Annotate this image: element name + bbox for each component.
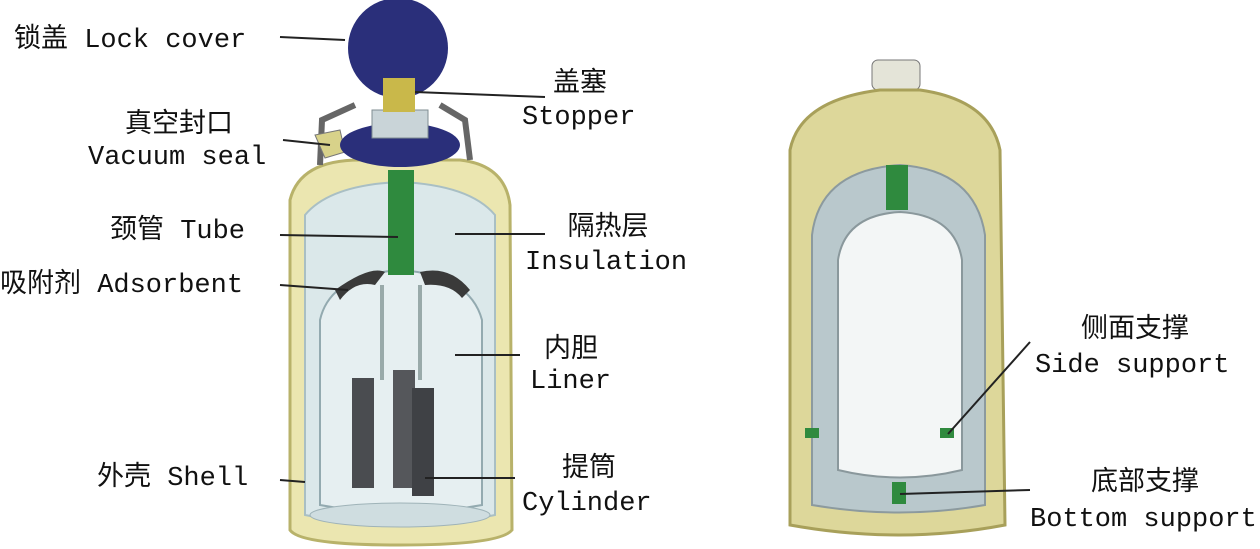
leader-bottom-support <box>899 489 1031 495</box>
label-shell: 外壳 Shell <box>97 464 249 494</box>
label-cylinder-en: Cylinder <box>522 489 652 519</box>
leader-shell <box>279 479 306 483</box>
label-side-support-en: Side support <box>1035 351 1230 381</box>
adsorbent <box>335 270 470 300</box>
leader-vacuum-seal <box>282 139 331 146</box>
dewar-cutaway-view <box>788 59 1007 537</box>
bottom-base <box>309 502 491 528</box>
label-bottom-support-cn: 底部支撑 <box>1091 469 1199 499</box>
label-cylinder-cn: 提筒 <box>562 455 616 485</box>
cylinder-rod <box>418 285 422 380</box>
label-liner-en: Liner <box>530 367 612 397</box>
label-stopper-en: Stopper <box>522 103 636 133</box>
label-vacuum-seal-en: Vacuum seal <box>88 143 267 173</box>
leader-stopper <box>414 91 546 98</box>
label-tube: 颈管 Tube <box>110 217 246 247</box>
leader-tube <box>279 234 399 238</box>
lid-base <box>340 123 460 167</box>
inner-liner <box>837 210 963 479</box>
label-lock-cover: 锁盖 Lock cover <box>14 26 247 56</box>
label-adsorbent: 吸附剂 Adsorbent <box>0 271 244 301</box>
cylinder-rod <box>380 285 384 380</box>
label-vacuum-seal-cn: 真空封口 <box>125 111 233 141</box>
label-side-support-cn: 侧面支撑 <box>1081 316 1189 346</box>
cylinder-tube <box>412 388 434 496</box>
top-cap <box>871 59 921 91</box>
neck-tube <box>388 170 414 275</box>
leader-lines <box>279 36 1031 495</box>
leader-lock-cover <box>279 36 346 41</box>
label-liner-cn: 内胆 <box>544 336 598 366</box>
side-support <box>805 428 819 438</box>
label-stopper-cn: 盖塞 <box>553 70 607 100</box>
bottom-support <box>892 482 906 504</box>
dewar-exploded-view <box>288 0 514 547</box>
cylinder-tube <box>352 378 374 488</box>
neck-tube <box>886 165 908 210</box>
leader-adsorbent <box>279 284 349 291</box>
side-support <box>940 428 954 438</box>
handle <box>317 102 473 166</box>
cylinder-tube <box>393 370 415 488</box>
leader-side-support <box>947 341 1031 435</box>
lock-cover <box>348 0 448 98</box>
label-insulation-cn: 隔热层 <box>567 214 649 244</box>
neck-ring <box>371 109 429 139</box>
label-insulation-en: Insulation <box>525 248 688 278</box>
stopper <box>383 78 415 112</box>
label-bottom-support-en: Bottom support <box>1030 505 1257 535</box>
